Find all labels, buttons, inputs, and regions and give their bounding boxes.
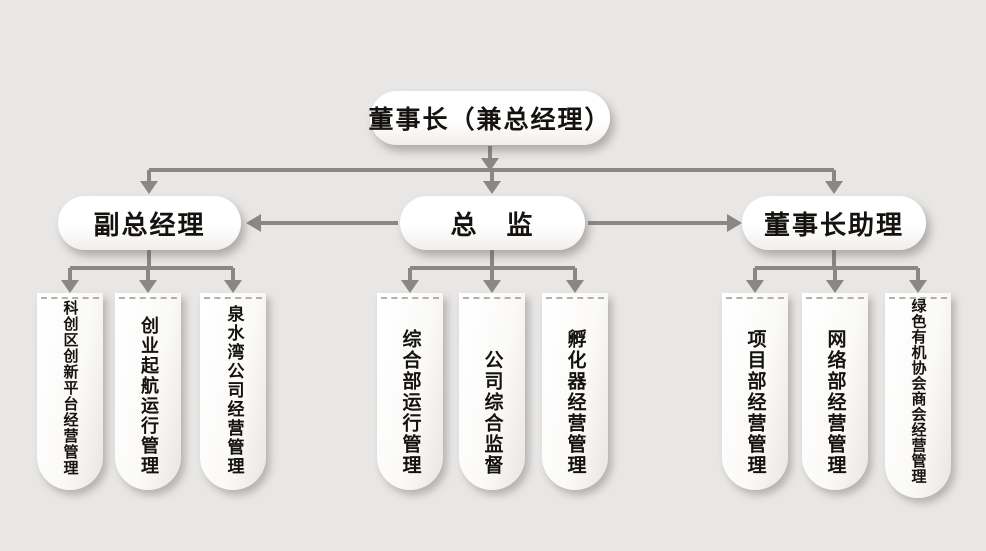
node-deputy-general-manager: 副总经理: [58, 196, 241, 250]
perforation-dashes: [204, 297, 262, 299]
dept-pill-label: 泉水湾公司经营管理: [223, 305, 244, 476]
dept-pill-label: 综合部运行管理: [399, 329, 422, 476]
director-children-connector: [401, 250, 584, 293]
dept-pill-project-dept: 项目部经营管理: [722, 293, 788, 490]
node-chairman-assistant: 董事长助理: [742, 196, 926, 250]
dept-pill-company-supervision: 公司综合监督: [459, 293, 525, 490]
dept-pill-startup-sailing: 创业起航运行管理: [115, 293, 181, 490]
dept-pill-label: 项目部经营管理: [744, 329, 767, 476]
perforation-dashes: [726, 297, 784, 299]
dept-pill-innovation-platform: 科创区创新平台经营管理: [37, 293, 103, 490]
perforation-dashes: [889, 297, 947, 299]
perforation-dashes: [546, 297, 604, 299]
node-director: 总 监: [400, 196, 585, 250]
node-deputy-general-manager-label: 副总经理: [93, 210, 206, 241]
perforation-dashes: [806, 297, 864, 299]
dept-pill-green-organic: 绿色有机协会商会经营管理: [885, 293, 951, 498]
node-chairman: 董事长（兼总经理）: [368, 91, 612, 145]
perforation-dashes: [463, 297, 521, 299]
dept-pill-label: 科创区创新平台经营管理: [61, 300, 80, 476]
dept-pill-incubator: 孵化器经营管理: [542, 293, 608, 490]
dept-pill-general-affairs: 综合部运行管理: [377, 293, 443, 490]
node-director-label: 总 监: [450, 210, 535, 241]
director-to-deputy-arrow: [246, 214, 398, 232]
dept-pill-label: 网络部经营管理: [824, 329, 847, 476]
dept-pill-label: 孵化器经营管理: [564, 329, 587, 476]
node-chairman-assistant-label: 董事长助理: [763, 210, 904, 241]
dept-pill-label: 创业起航运行管理: [138, 316, 159, 476]
dept-pill-label: 绿色有机协会商会经营管理: [909, 298, 928, 484]
dept-pill-label: 公司综合监督: [481, 350, 504, 476]
director-to-assistant-arrow: [588, 214, 742, 232]
node-chairman-label: 董事长（兼总经理）: [368, 105, 612, 134]
deputy-gm-children-connector: [61, 250, 242, 293]
root-to-level2-connector: [140, 146, 843, 194]
perforation-dashes: [119, 297, 177, 299]
dept-pill-network-dept: 网络部经营管理: [802, 293, 868, 490]
assistant-children-connector: [746, 250, 927, 293]
perforation-dashes: [381, 297, 439, 299]
perforation-dashes: [41, 297, 99, 299]
dept-pill-quanshuiwan: 泉水湾公司经营管理: [200, 293, 266, 490]
